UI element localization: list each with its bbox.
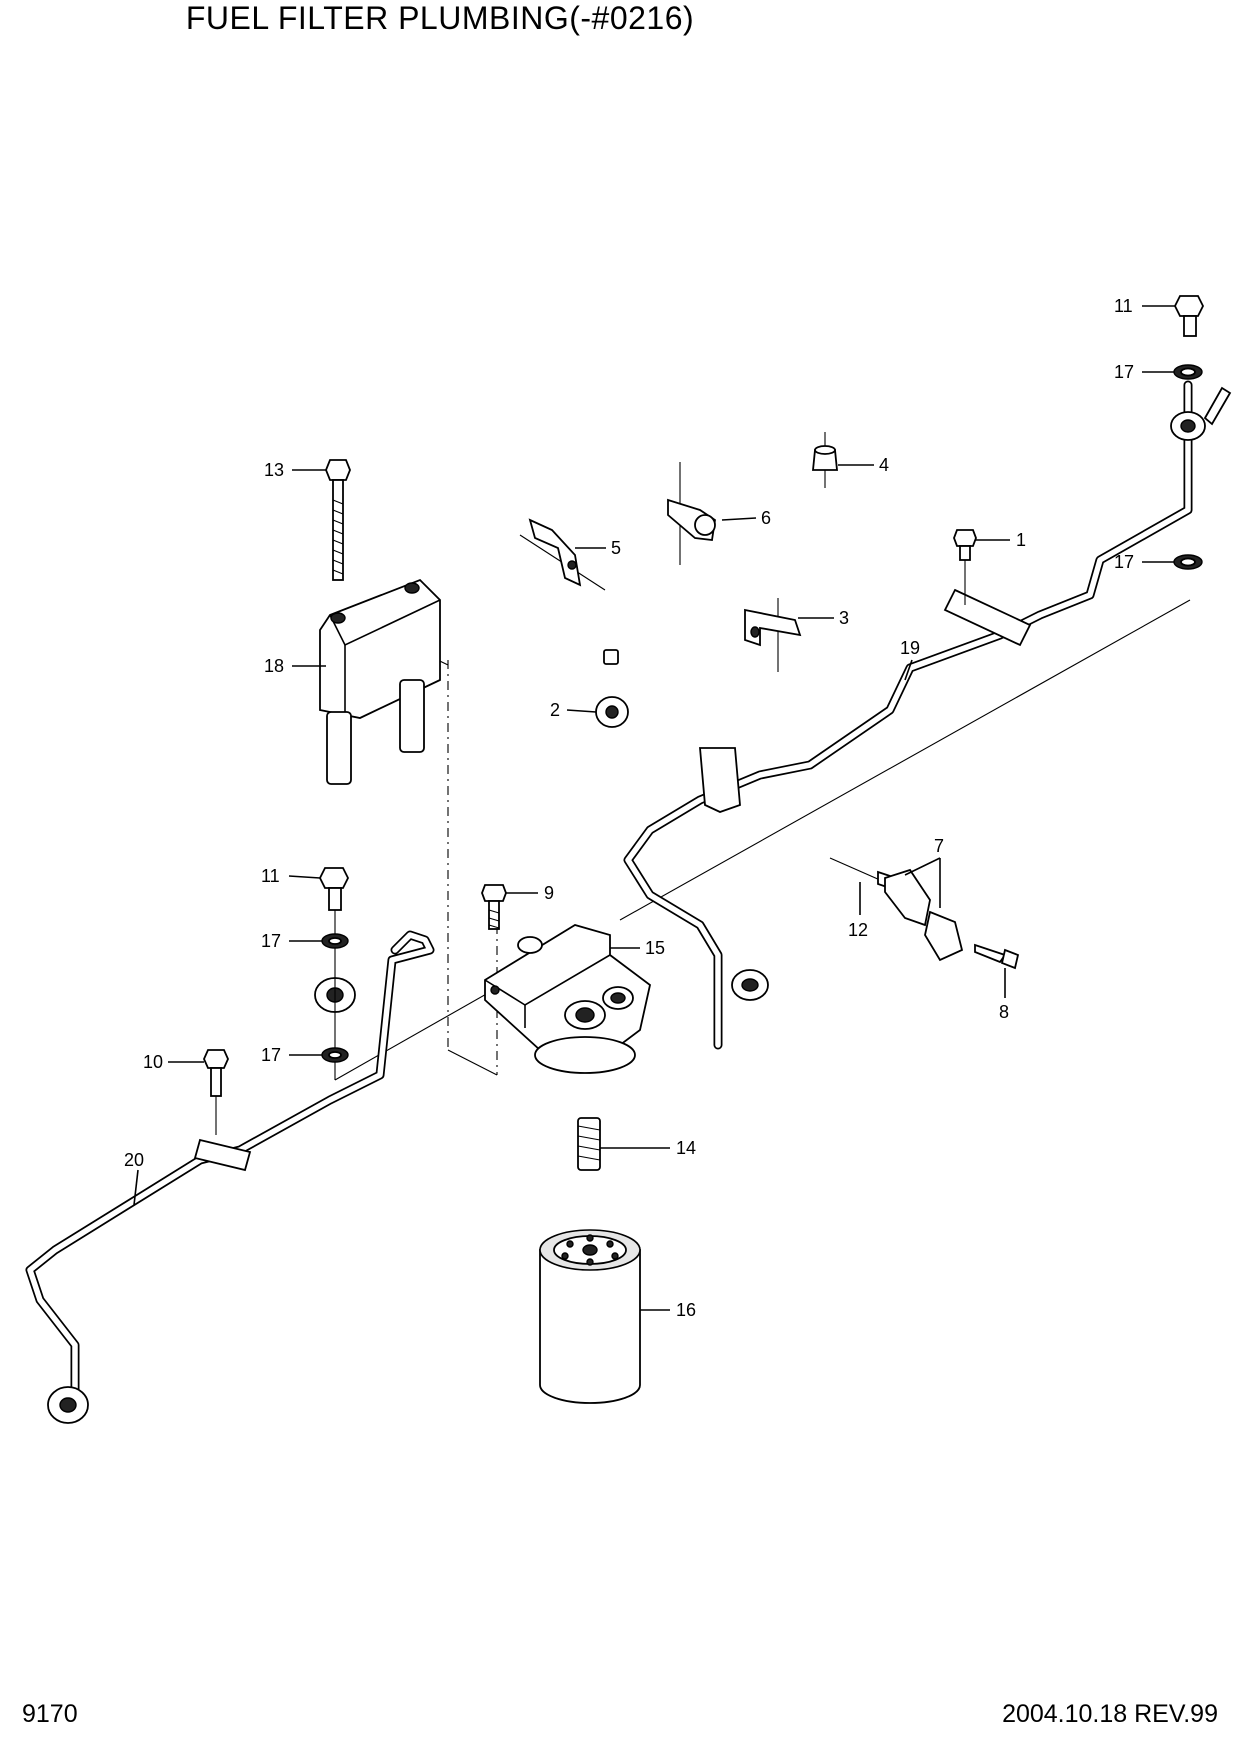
page-number: 9170 bbox=[22, 1700, 78, 1728]
clamp-6 bbox=[667, 462, 716, 565]
bolt-10 bbox=[203, 1049, 229, 1135]
revision-date: 2004.10.18 REV.99 bbox=[1002, 1700, 1218, 1728]
callout-19: 19 bbox=[900, 638, 920, 658]
callout-6: 6 bbox=[761, 508, 771, 528]
callout-20: 20 bbox=[124, 1150, 144, 1170]
washer-17-left-lower bbox=[321, 1047, 349, 1063]
washer-17-left-upper bbox=[321, 933, 349, 949]
filter-head-15 bbox=[484, 924, 652, 1074]
bolt-13 bbox=[325, 459, 351, 581]
bracket-18 bbox=[319, 578, 441, 785]
callout-1: 1 bbox=[1016, 530, 1026, 550]
callout-13: 13 bbox=[264, 460, 284, 480]
collar-4 bbox=[812, 432, 838, 488]
page-title: FUEL FILTER PLUMBING(-#0216) bbox=[185, 0, 695, 36]
callout-9: 9 bbox=[544, 883, 554, 903]
callout-17: 17 bbox=[261, 931, 281, 951]
bracket-3 bbox=[744, 598, 802, 672]
fitting-2 bbox=[595, 649, 629, 728]
leader-lines bbox=[133, 305, 1175, 1311]
clamp-7-set bbox=[829, 857, 1020, 970]
callout-16: 16 bbox=[676, 1300, 696, 1320]
center-lines bbox=[334, 599, 1191, 1081]
bolt-1 bbox=[953, 529, 977, 605]
fuel-pipe-19 bbox=[623, 380, 1232, 1050]
callout-8: 8 bbox=[999, 1002, 1009, 1022]
washer-17-mid bbox=[1173, 554, 1203, 570]
callout-17: 17 bbox=[1114, 552, 1134, 572]
callout-18: 18 bbox=[264, 656, 284, 676]
callout-12: 12 bbox=[848, 920, 868, 940]
washer-17-top bbox=[1173, 364, 1203, 380]
callout-11: 11 bbox=[261, 866, 280, 886]
callout-10: 10 bbox=[143, 1052, 163, 1072]
nipple-14 bbox=[577, 1117, 601, 1171]
clip-5 bbox=[519, 518, 606, 591]
callout-17: 17 bbox=[261, 1045, 281, 1065]
fuel-pipe-20 bbox=[25, 930, 435, 1424]
callout-7: 7 bbox=[934, 836, 944, 856]
callout-14: 14 bbox=[676, 1138, 696, 1158]
filter-cartridge-16 bbox=[539, 1229, 641, 1404]
callout-2: 2 bbox=[550, 700, 560, 720]
callout-4: 4 bbox=[879, 455, 889, 475]
bolt-9 bbox=[481, 884, 507, 930]
callout-15: 15 bbox=[645, 938, 665, 958]
callout-17: 17 bbox=[1114, 362, 1134, 382]
callout-labels: 11 17 17 13 4 6 5 1 3 19 18 2 7 11 9 12 … bbox=[124, 296, 1134, 1320]
callout-11: 11 bbox=[1114, 296, 1133, 316]
callout-3: 3 bbox=[839, 608, 849, 628]
bolt-11-top bbox=[1173, 295, 1205, 337]
callout-5: 5 bbox=[611, 538, 621, 558]
